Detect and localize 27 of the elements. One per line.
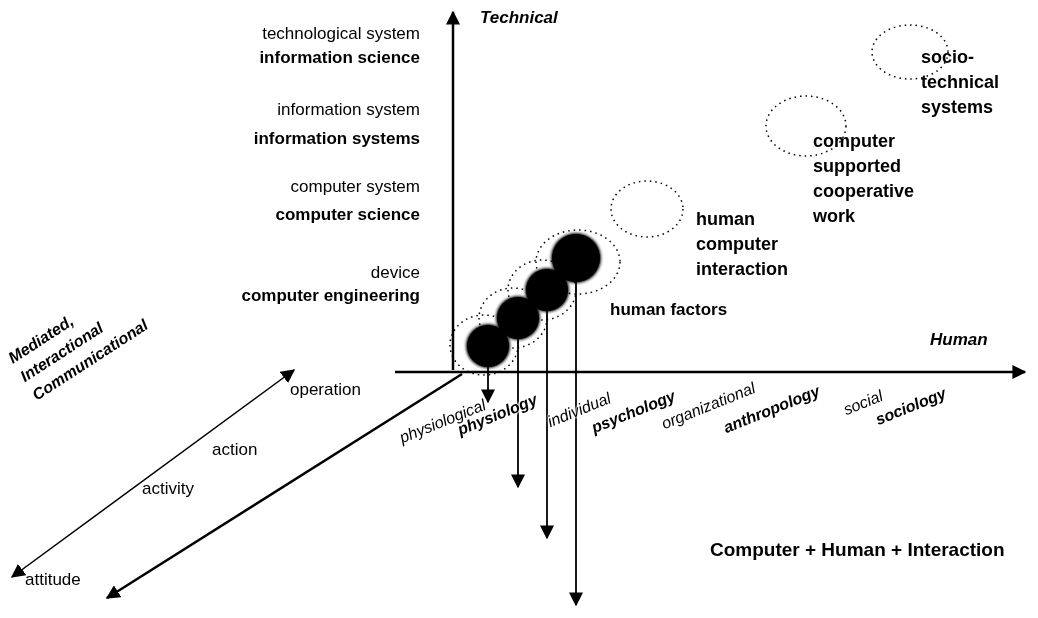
- filled-circle: [497, 297, 539, 339]
- arrow: [481, 366, 495, 404]
- filled-circle: [526, 269, 568, 311]
- level-label: information system: [277, 100, 420, 120]
- discipline-label: computer science: [275, 205, 420, 225]
- arrow: [511, 338, 525, 489]
- axis-label: Human: [930, 330, 988, 350]
- level-label: technological system: [262, 24, 420, 44]
- discipline-label: information systems: [253, 129, 420, 149]
- axis-label: Technical: [480, 8, 558, 28]
- arrow: [569, 281, 583, 607]
- area-label: human computer interaction: [696, 208, 789, 281]
- level-label: action: [212, 440, 258, 460]
- level-label: attitude: [25, 570, 81, 590]
- level-label: activity: [142, 479, 194, 499]
- area-label: human factors: [610, 300, 728, 320]
- level-label: operation: [290, 380, 361, 400]
- discipline-label: computer engineering: [241, 286, 420, 306]
- filled-circle: [467, 325, 509, 367]
- level-label: device: [370, 263, 420, 283]
- arrow: [540, 310, 554, 540]
- caption-label: Computer + Human + Interaction: [710, 540, 1005, 560]
- area-label: socio-technical systems: [921, 46, 1001, 119]
- area-label: computer supported cooperative work: [813, 130, 916, 228]
- discipline-label: information science: [259, 48, 420, 68]
- level-label: computer system: [290, 177, 420, 197]
- filled-circle: [552, 234, 600, 282]
